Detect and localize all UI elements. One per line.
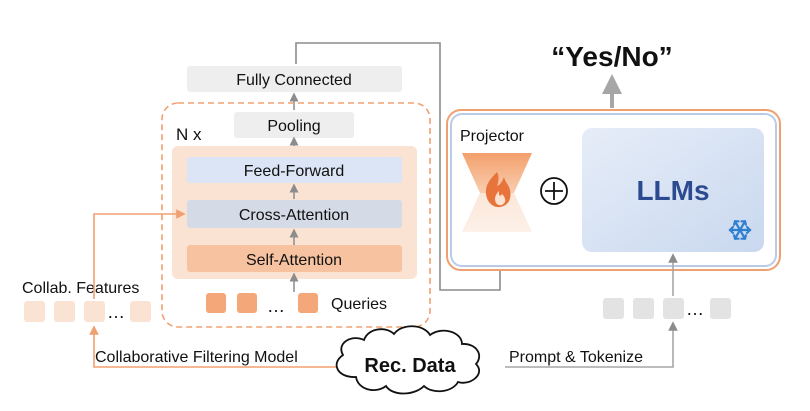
- query-token: [206, 293, 226, 313]
- collab-feature-token: [24, 301, 45, 322]
- snowflake-icon: [728, 220, 752, 240]
- query-token: [237, 293, 257, 313]
- feed-forward-label: Feed-Forward: [244, 163, 344, 180]
- repeat-n-label: N x: [176, 125, 202, 144]
- plus-icon: [540, 177, 568, 205]
- llm-box: [582, 128, 764, 252]
- cross-attention-label: Cross-Attention: [239, 207, 349, 224]
- collab-feature-token: [54, 301, 75, 322]
- fc-to-projector-connector: [295, 42, 505, 291]
- query-ellipsis: …: [267, 296, 285, 316]
- fully-connected-label: Fully Connected: [236, 72, 352, 89]
- pooling-box: [234, 112, 354, 138]
- rec-data-to-tokens-connector: [505, 321, 678, 368]
- prompt-token-ellipsis: …: [686, 299, 704, 319]
- flame-icon: [485, 172, 511, 208]
- rec-data-cloud: [335, 325, 481, 395]
- self-attention-box: [187, 245, 402, 272]
- prompt-token: [663, 298, 684, 319]
- prompt-token: [710, 298, 731, 319]
- output-yes-no-label: “Yes/No”: [551, 41, 672, 72]
- fully-connected-box: [187, 66, 402, 92]
- rec-data-to-collab-connector: [89, 325, 345, 368]
- feed-forward-box: [187, 157, 402, 183]
- qformer-dashed-container: [161, 102, 431, 328]
- collab-ellipsis: …: [107, 302, 125, 322]
- pooling-label: Pooling: [267, 118, 320, 135]
- prompt-token: [603, 298, 624, 319]
- prompt-tokenize-label: Prompt & Tokenize: [509, 349, 643, 366]
- llm-label: LLMs: [636, 175, 709, 206]
- self-attention-label: Self-Attention: [246, 252, 342, 269]
- prompt-token: [633, 298, 654, 319]
- collab-to-cross-attention-connector: [93, 209, 186, 299]
- cf-model-label: Collaborative Filtering Model: [95, 349, 298, 366]
- query-token: [298, 293, 318, 313]
- collab-feature-token: [84, 301, 105, 322]
- queries-label: Queries: [331, 296, 387, 313]
- cross-attention-box: [187, 200, 402, 228]
- collab-feature-token: [130, 301, 151, 322]
- llm-panel-inner-border: [450, 113, 777, 267]
- projector-label: Projector: [460, 128, 525, 145]
- collab-features-label: Collab. Features: [22, 280, 139, 297]
- rec-data-label: Rec. Data: [364, 355, 456, 377]
